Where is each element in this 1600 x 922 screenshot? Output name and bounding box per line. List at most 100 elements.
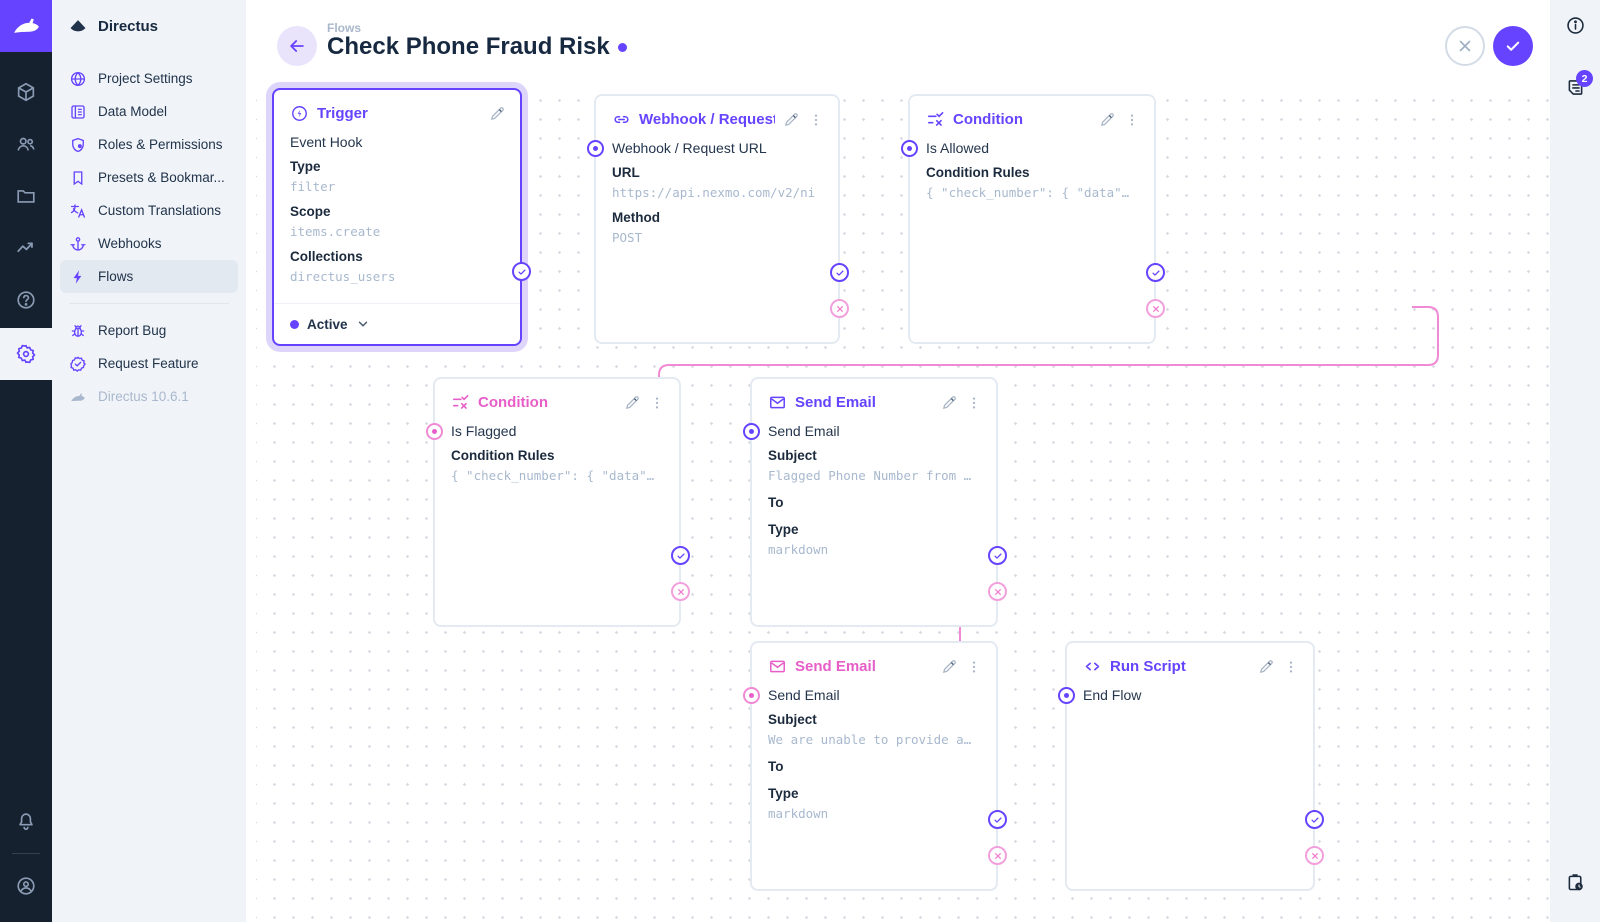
- bell-icon: [19, 813, 33, 831]
- reject-connector[interactable]: [830, 299, 849, 318]
- page-title: Check Phone Fraud Risk: [327, 33, 627, 61]
- directus-logo[interactable]: [0, 0, 52, 52]
- edit-icon[interactable]: [941, 658, 958, 675]
- trigger-type: Event Hook: [290, 134, 363, 150]
- node-title: Trigger: [317, 105, 368, 122]
- edit-icon[interactable]: [941, 394, 958, 411]
- module-help[interactable]: [0, 274, 52, 326]
- flow-node-run-script[interactable]: Run Script End Flow: [1058, 641, 1324, 891]
- sidebar-item-data-model[interactable]: Data Model: [60, 95, 238, 128]
- sidebar-item-project-settings[interactable]: Project Settings: [60, 62, 238, 95]
- active-status-dot: [290, 319, 299, 329]
- input-connector[interactable]: [1058, 687, 1075, 704]
- sidebar-item-report-bug[interactable]: Report Bug: [60, 314, 238, 347]
- reject-connector[interactable]: [988, 582, 1007, 601]
- verified-icon: [70, 356, 86, 372]
- sidebar-item-request-feature[interactable]: Request Feature: [60, 347, 238, 380]
- operation-name: Webhook / Request URL: [612, 140, 767, 156]
- reject-connector[interactable]: [1305, 846, 1324, 865]
- module-insights[interactable]: [0, 222, 52, 274]
- resolve-connector[interactable]: [830, 263, 849, 282]
- more-menu-icon[interactable]: [649, 395, 665, 411]
- flow-node-send-email-unable[interactable]: Send Email Send Email Subject We are una…: [743, 641, 1007, 891]
- activity-log-button[interactable]: [1550, 857, 1600, 907]
- sidebar-item-version: Directus 10.6.1: [60, 380, 238, 413]
- flow-node-webhook[interactable]: Webhook / Request URL Webhook / Request …: [587, 94, 849, 344]
- operation-name: Is Flagged: [451, 423, 517, 439]
- globe-icon: [70, 71, 86, 86]
- sidebar-item-flows[interactable]: Flows: [60, 260, 238, 293]
- save-button[interactable]: [1493, 26, 1533, 66]
- node-title: Send Email: [795, 394, 876, 411]
- operation-name: Send Email: [768, 687, 840, 703]
- flow-status-dropdown[interactable]: Active: [274, 303, 520, 344]
- check-icon: [1506, 41, 1520, 51]
- more-menu-icon[interactable]: [966, 395, 982, 411]
- link-icon: [612, 110, 631, 129]
- sidebar-item-custom-translations[interactable]: Custom Translations: [60, 194, 238, 227]
- cancel-button[interactable]: [1445, 26, 1485, 66]
- input-connector[interactable]: [587, 140, 604, 157]
- sidebar-item-roles-permissions[interactable]: Roles & Permissions: [60, 128, 238, 161]
- notifications-button[interactable]: [0, 795, 52, 847]
- edit-icon[interactable]: [489, 105, 506, 122]
- module-files[interactable]: [0, 170, 52, 222]
- operation-name: End Flow: [1083, 687, 1142, 703]
- node-title: Condition: [478, 394, 548, 411]
- resolve-connector[interactable]: [1305, 810, 1324, 829]
- module-divider: [12, 853, 40, 854]
- edit-icon[interactable]: [783, 111, 800, 128]
- condition-icon: [451, 393, 470, 412]
- more-menu-icon[interactable]: [1283, 659, 1299, 675]
- reject-connector[interactable]: [988, 846, 1007, 865]
- reject-connector[interactable]: [671, 582, 690, 601]
- breadcrumb[interactable]: Flows: [327, 21, 362, 35]
- edit-icon[interactable]: [1258, 658, 1275, 675]
- chevron-down-icon: [358, 321, 367, 327]
- node-title: Run Script: [1110, 658, 1186, 675]
- module-settings[interactable]: [0, 328, 52, 380]
- edit-icon[interactable]: [1099, 111, 1116, 128]
- notes-panel-button[interactable]: 2: [1550, 62, 1600, 112]
- sidebar-item-label: Roles & Permissions: [98, 137, 223, 152]
- activity-icon: [17, 242, 33, 253]
- flow-canvas-area[interactable]: Flows Check Phone Fraud Risk Trigger Eve…: [246, 0, 1550, 922]
- sidebar-item-presets-bookmarks[interactable]: Presets & Bookmar...: [60, 161, 238, 194]
- close-icon: [1459, 40, 1471, 52]
- edit-icon[interactable]: [624, 394, 641, 411]
- more-menu-icon[interactable]: [808, 112, 824, 128]
- sidebar-item-webhooks[interactable]: Webhooks: [60, 227, 238, 260]
- envelope-icon: [768, 393, 787, 412]
- flow-node-send-email-flagged[interactable]: Send Email Send Email Subject Flagged Ph…: [743, 377, 1007, 627]
- project-header[interactable]: Directus: [52, 0, 246, 52]
- input-connector[interactable]: [901, 140, 918, 157]
- resolve-connector[interactable]: [988, 546, 1007, 565]
- input-connector[interactable]: [743, 687, 760, 704]
- flow-node-condition-flagged[interactable]: Condition Is Flagged Condition Rules { "…: [426, 377, 690, 627]
- code-icon: [1083, 657, 1102, 676]
- module-users[interactable]: [0, 118, 52, 170]
- resolve-connector[interactable]: [671, 546, 690, 565]
- resolve-connector[interactable]: [988, 810, 1007, 829]
- flow-node-trigger[interactable]: Trigger Event Hook Type filter Scope ite…: [272, 88, 531, 346]
- input-connector[interactable]: [743, 423, 760, 440]
- node-title: Condition: [953, 111, 1023, 128]
- resolve-connector[interactable]: [512, 262, 531, 281]
- module-content[interactable]: [0, 66, 52, 118]
- info-panel-button[interactable]: [1550, 0, 1600, 50]
- back-button[interactable]: [277, 26, 317, 66]
- input-connector[interactable]: [426, 423, 443, 440]
- flow-node-condition-allowed[interactable]: Condition Is Allowed Condition Rules { "…: [901, 94, 1165, 344]
- bolt-circle-icon: [290, 104, 309, 123]
- rabbit-icon: [71, 392, 85, 401]
- right-sidebar: 2: [1550, 0, 1600, 922]
- more-menu-icon[interactable]: [1124, 112, 1140, 128]
- reject-connector[interactable]: [1146, 299, 1165, 318]
- field-label: Scope: [290, 204, 331, 219]
- user-menu-button[interactable]: [0, 860, 52, 912]
- bolt-icon: [73, 269, 82, 284]
- bug-icon: [71, 324, 85, 337]
- more-menu-icon[interactable]: [966, 659, 982, 675]
- resolve-connector[interactable]: [1146, 263, 1165, 282]
